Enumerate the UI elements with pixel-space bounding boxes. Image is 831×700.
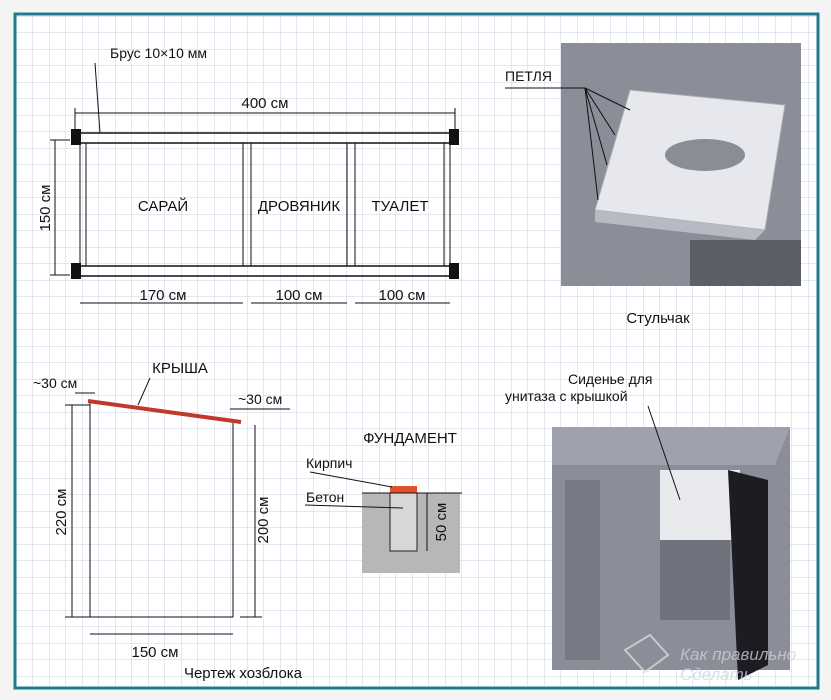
seat-caption: Стульчак bbox=[626, 310, 690, 327]
front-height: 220 см bbox=[53, 488, 70, 535]
watermark-logo: Как правильно Сделать bbox=[623, 633, 796, 684]
room-width: 100 см bbox=[378, 287, 425, 304]
side-caption: Чертеж хозблока bbox=[184, 665, 303, 682]
toilet-illustration bbox=[552, 427, 790, 680]
foundation-diagram bbox=[304, 471, 462, 573]
toilet-caption: Сиденье для bbox=[568, 371, 653, 387]
watermark-line2: Сделать bbox=[680, 665, 753, 684]
side-view bbox=[65, 377, 290, 635]
overhang-right: ~30 см bbox=[238, 391, 282, 407]
plan-height: 150 см bbox=[37, 184, 54, 231]
room-label: САРАЙ bbox=[138, 197, 188, 215]
room-width: 100 см bbox=[275, 287, 322, 304]
watermark-line1: Как правильно bbox=[680, 645, 796, 664]
beam-label: Брус 10×10 мм bbox=[110, 45, 207, 61]
overhang-left: ~30 см bbox=[33, 375, 77, 391]
concrete-label: Бетон bbox=[306, 489, 344, 505]
toilet-caption: унитаза с крышкой bbox=[505, 388, 628, 404]
floor-plan bbox=[50, 62, 459, 304]
roof-label: КРЫША bbox=[152, 360, 208, 377]
room-label: ДРОВЯНИК bbox=[258, 198, 340, 215]
total-width: 400 см bbox=[241, 95, 288, 112]
hinge-label: ПЕТЛЯ bbox=[505, 68, 552, 84]
back-height: 200 см bbox=[255, 496, 272, 543]
depth-label: 150 см bbox=[131, 644, 178, 661]
room-label: ТУАЛЕТ bbox=[371, 198, 428, 215]
seat-illustration bbox=[561, 43, 801, 286]
room-width: 170 см bbox=[139, 287, 186, 304]
brick-label: Кирпич bbox=[306, 455, 352, 471]
foundation-title: ФУНДАМЕНТ bbox=[363, 430, 457, 447]
foundation-depth: 50 см bbox=[433, 503, 450, 542]
